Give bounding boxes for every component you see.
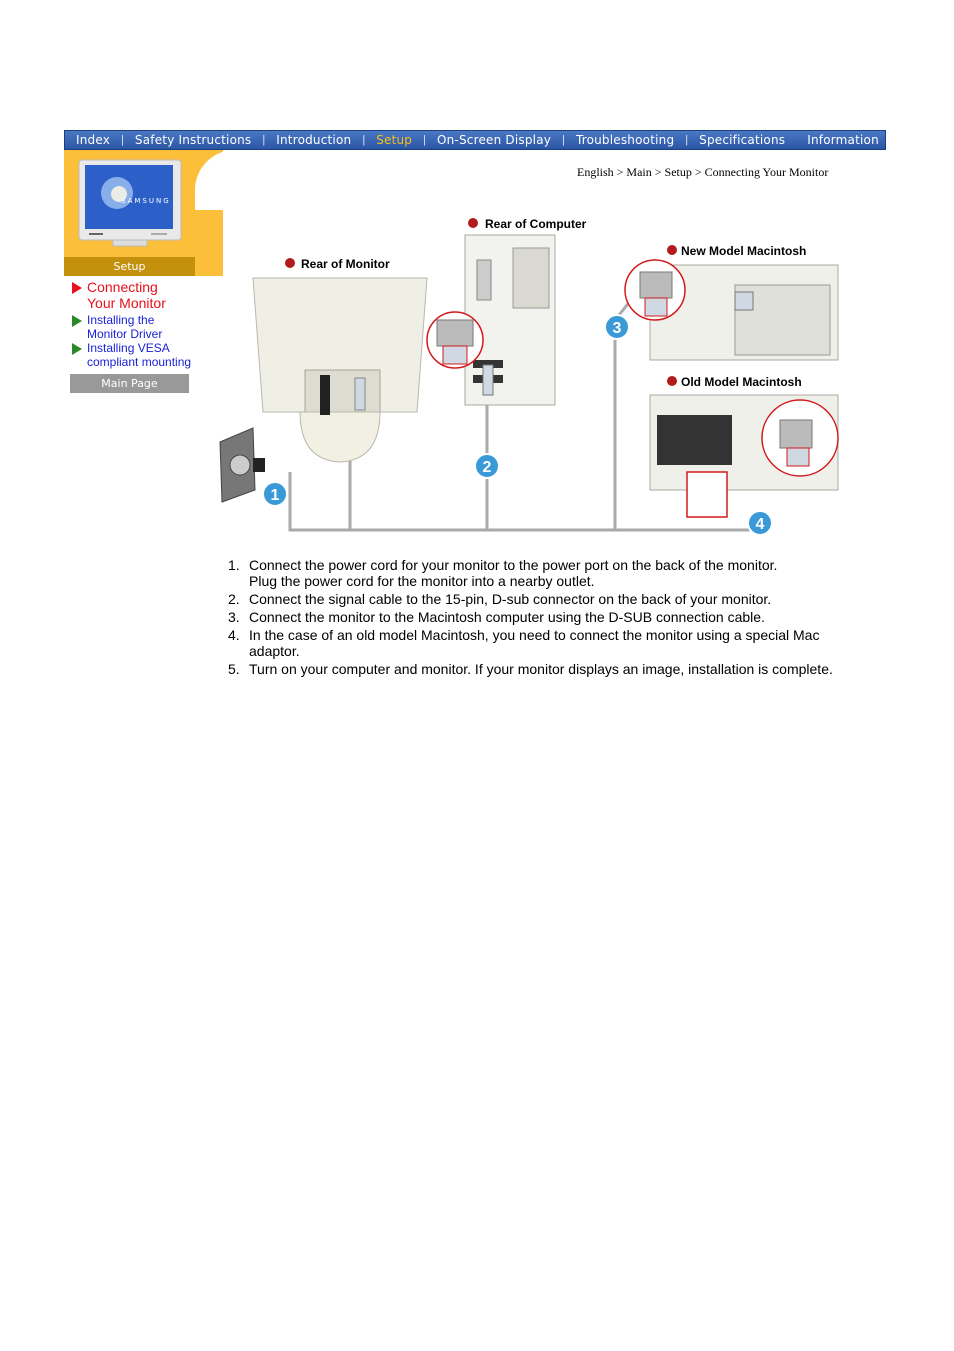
new-mac-group: New Model Macintosh bbox=[625, 244, 838, 360]
step-item: 1. Connect the power cord for your monit… bbox=[228, 557, 868, 589]
link-label-line1: Installing the bbox=[87, 313, 200, 327]
svg-text:4: 4 bbox=[756, 516, 765, 533]
callout-1: 1 bbox=[263, 482, 287, 506]
green-arrow-icon bbox=[72, 343, 82, 355]
label-rear-computer: Rear of Computer bbox=[485, 217, 587, 231]
callout-3: 3 bbox=[605, 315, 629, 339]
nav-safety-instructions[interactable]: Safety Instructions bbox=[124, 133, 262, 147]
step-text-line1: Connect the signal cable to the 15-pin, … bbox=[249, 591, 868, 607]
svg-text:2: 2 bbox=[483, 459, 492, 476]
old-mac-group: Old Model Macintosh bbox=[650, 375, 838, 517]
step-number: 3. bbox=[228, 609, 249, 625]
svg-text:1: 1 bbox=[271, 487, 280, 504]
connection-diagram: Rear of Monitor Rear of Computer New Mod… bbox=[215, 210, 845, 540]
red-bullet-icon bbox=[667, 245, 677, 255]
step-text-line2: Plug the power cord for the monitor into… bbox=[249, 573, 868, 589]
monitor-illustration: SAMSUNG bbox=[77, 158, 183, 250]
svg-text:3: 3 bbox=[613, 320, 622, 337]
step-text-line1: Turn on your computer and monitor. If yo… bbox=[249, 661, 868, 677]
red-bullet-icon bbox=[285, 258, 295, 268]
nav-setup[interactable]: Setup bbox=[365, 133, 423, 147]
label-new-mac: New Model Macintosh bbox=[681, 244, 806, 258]
link-label-line2: Your Monitor bbox=[87, 295, 200, 311]
step-number: 5. bbox=[228, 661, 249, 677]
green-arrow-icon bbox=[72, 315, 82, 327]
step-item: 3. Connect the monitor to the Macintosh … bbox=[228, 609, 868, 625]
rear-computer-group: Rear of Computer bbox=[427, 217, 587, 405]
step-item: 4. In the case of an old model Macintosh… bbox=[228, 627, 868, 659]
link-label-line1: Connecting bbox=[87, 279, 200, 295]
step-text-line1: In the case of an old model Macintosh, y… bbox=[249, 627, 868, 643]
nav-information[interactable]: Information bbox=[796, 133, 890, 147]
sidebar-link-connecting[interactable]: Connecting Your Monitor bbox=[70, 279, 200, 311]
sidebar-link-install-driver[interactable]: Installing the Monitor Driver bbox=[70, 313, 200, 341]
step-item: 5. Turn on your computer and monitor. If… bbox=[228, 661, 868, 677]
link-label-line1: Installing VESA bbox=[87, 341, 200, 355]
callout-4: 4 bbox=[748, 511, 772, 535]
nav-index[interactable]: Index bbox=[65, 133, 121, 147]
breadcrumb: English > Main > Setup > Connecting Your… bbox=[577, 165, 828, 180]
nav-on-screen-display[interactable]: On-Screen Display bbox=[426, 133, 562, 147]
top-nav: Index | Safety Instructions | Introducti… bbox=[64, 130, 886, 150]
callout-2: 2 bbox=[475, 454, 499, 478]
step-number: 4. bbox=[228, 627, 249, 659]
link-label-line2: compliant mounting bbox=[87, 355, 200, 369]
link-label-line2: Monitor Driver bbox=[87, 327, 200, 341]
step-number: 2. bbox=[228, 591, 249, 607]
sidebar-links: Connecting Your Monitor Installing the M… bbox=[70, 279, 200, 369]
sidebar-link-install-vesa[interactable]: Installing VESA compliant mounting bbox=[70, 341, 200, 369]
sidebar-section-label: Setup bbox=[64, 257, 195, 276]
red-bullet-icon bbox=[667, 376, 677, 386]
red-bullet-icon bbox=[468, 218, 478, 228]
step-text-line2: adaptor. bbox=[249, 643, 868, 659]
nav-introduction[interactable]: Introduction bbox=[265, 133, 362, 147]
power-outlet bbox=[220, 428, 265, 502]
step-item: 2. Connect the signal cable to the 15-pi… bbox=[228, 591, 868, 607]
label-rear-monitor: Rear of Monitor bbox=[301, 257, 390, 271]
nav-troubleshooting[interactable]: Troubleshooting bbox=[565, 133, 685, 147]
rear-monitor-group: Rear of Monitor bbox=[253, 257, 427, 462]
nav-specifications[interactable]: Specifications bbox=[688, 133, 796, 147]
label-old-mac: Old Model Macintosh bbox=[681, 375, 802, 389]
step-text-line1: Connect the monitor to the Macintosh com… bbox=[249, 609, 868, 625]
main-page-button[interactable]: Main Page bbox=[70, 374, 189, 393]
instruction-steps: 1. Connect the power cord for your monit… bbox=[228, 557, 868, 679]
step-number: 1. bbox=[228, 557, 249, 589]
red-arrow-icon bbox=[72, 282, 82, 294]
step-text-line1: Connect the power cord for your monitor … bbox=[249, 557, 868, 573]
monitor-brand-text: SAMSUNG bbox=[121, 197, 171, 205]
